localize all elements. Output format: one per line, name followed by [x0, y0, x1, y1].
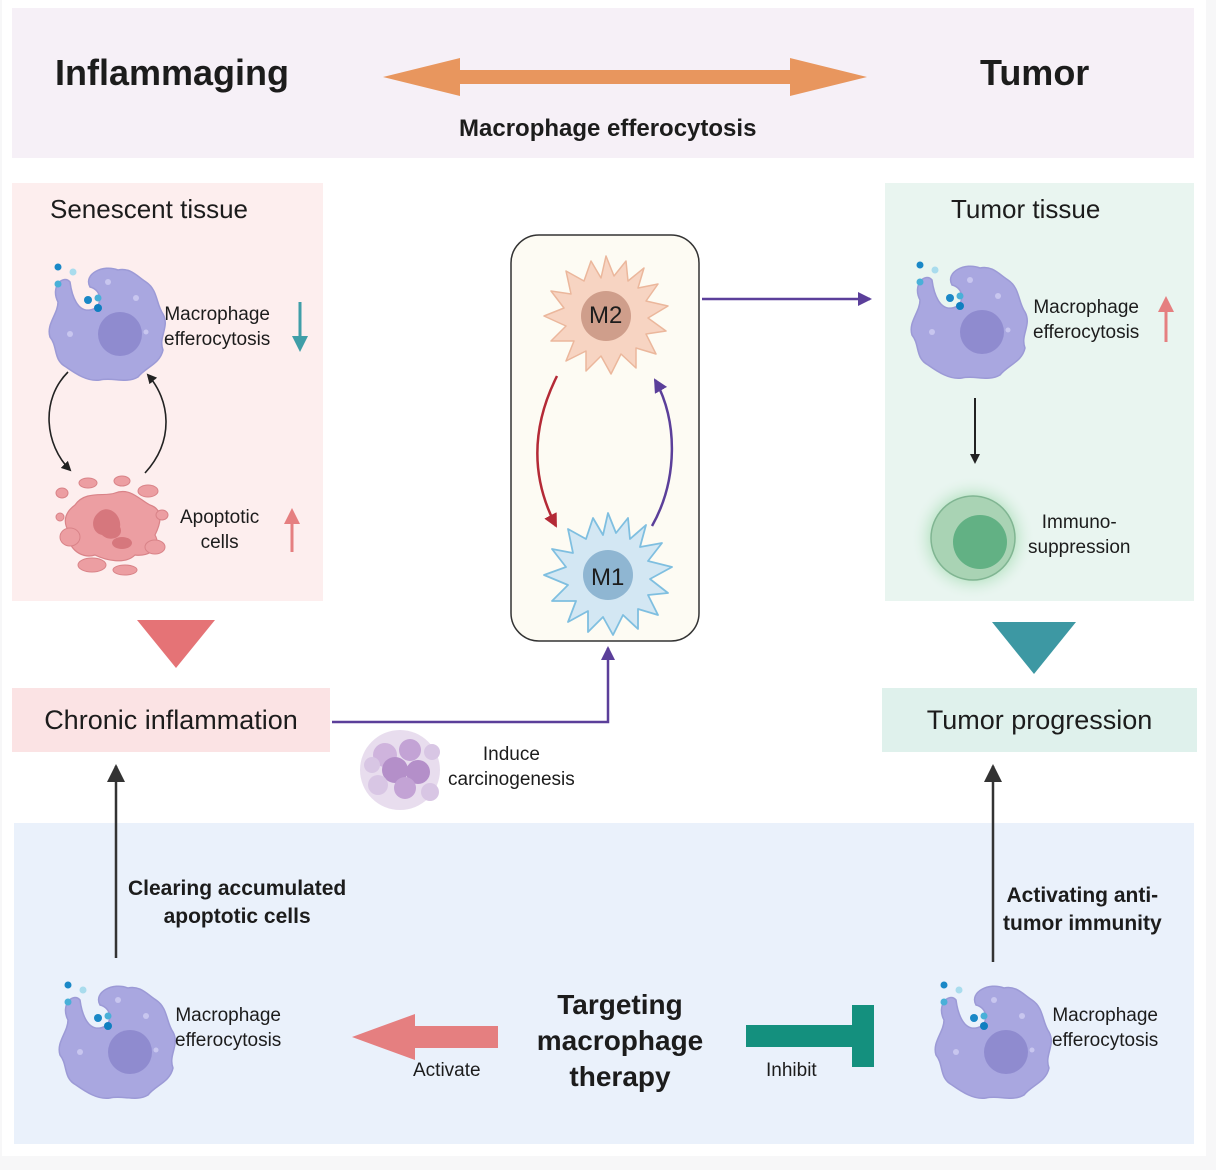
macrophage-cell-icon [58, 980, 177, 1100]
senescent-macrophage-label: Macrophage efferocytosis [164, 302, 270, 352]
inhibit-icon [746, 1005, 874, 1067]
right-macrophage-label: Macrophage efferocytosis [1052, 1003, 1158, 1053]
tumor-tissue-title: Tumor tissue [951, 194, 1101, 224]
senescent-tissue-title: Senescent tissue [50, 194, 249, 224]
tumor-progression-box: Tumor progression [882, 688, 1197, 752]
flow-triangle-right [992, 622, 1076, 674]
chronic-inflammation-label: Chronic inflammation [44, 704, 298, 735]
increase-arrow-icon [1158, 296, 1174, 342]
label-line: efferocytosis [164, 329, 271, 350]
carcinogenesis-cell-cluster-icon [360, 730, 440, 810]
tumor-title: Tumor [980, 52, 1090, 93]
label-line: Targeting [557, 989, 683, 1020]
label-line: efferocytosis [1052, 1030, 1159, 1051]
flow-triangle-left [137, 620, 215, 668]
label-line: suppression [1028, 537, 1131, 558]
label-line: carcinogenesis [448, 769, 575, 790]
macrophage-cell-icon [934, 980, 1053, 1100]
label-line: Macrophage [175, 1005, 281, 1026]
induce-carcinogenesis-label: Induce carcinogenesis [448, 742, 575, 792]
increase-arrow-icon [284, 508, 300, 552]
immune-cell-icon [911, 476, 1035, 600]
chronic-inflammation-box: Chronic inflammation [12, 688, 330, 752]
tumor-progression-label: Tumor progression [926, 704, 1153, 735]
clearing-effect-label: Clearing accumulated apoptotic cells [128, 875, 346, 931]
label-line: macrophage [536, 1025, 704, 1056]
inflammaging-title: Inflammaging [55, 52, 290, 93]
macrophage-cell-icon [48, 262, 167, 382]
double-arrow-icon [383, 58, 867, 96]
label-line: Apoptotic [180, 507, 260, 528]
immunosuppression-label: Immuno- suppression [1028, 510, 1130, 560]
label-line: Clearing accumulated [128, 877, 347, 900]
efferocytosis-link-label: Macrophage efferocytosis [459, 115, 757, 142]
cycle-arrow-up [144, 373, 167, 474]
activate-label: Activate [413, 1060, 481, 1081]
label-line: therapy [569, 1061, 671, 1092]
m1-macrophage-icon [543, 512, 673, 636]
label-line: efferocytosis [1033, 322, 1140, 343]
label-line: cells [200, 532, 239, 553]
cycle-arrow-down [48, 371, 72, 472]
left-macrophage-label: Macrophage efferocytosis [175, 1003, 281, 1053]
m2-macrophage-icon [543, 255, 669, 375]
inhibit-label: Inhibit [766, 1060, 817, 1081]
label-line: efferocytosis [175, 1030, 282, 1051]
activate-arrow-icon [352, 1014, 498, 1060]
antitumor-effect-label: Activating anti- tumor immunity [1003, 882, 1162, 938]
apoptotic-cells-label: Apoptotic cells [180, 505, 259, 555]
m1-label: M1 [591, 564, 625, 591]
decrease-arrow-icon [292, 302, 308, 352]
m2-to-m1-arrow [536, 375, 559, 528]
label-line: Macrophage [1052, 1005, 1158, 1026]
macrophage-cell-icon [910, 260, 1029, 380]
label-line: Macrophage [1033, 297, 1139, 318]
label-line: Immuno- [1041, 512, 1117, 533]
label-line: Induce [482, 744, 540, 765]
targeting-therapy-title: Targeting macrophage therapy [528, 987, 712, 1095]
label-line: apoptotic cells [163, 905, 311, 928]
inflammation-to-macrophage-arrow [332, 646, 615, 724]
tumor-macrophage-label: Macrophage efferocytosis [1033, 295, 1139, 345]
m2-label: M2 [589, 302, 623, 329]
m1-to-m2-arrow [650, 378, 674, 527]
label-line: Activating anti- [1006, 884, 1159, 907]
apoptotic-cells-icon [55, 475, 169, 576]
label-line: tumor immunity [1003, 912, 1162, 935]
label-line: Macrophage [164, 304, 270, 325]
